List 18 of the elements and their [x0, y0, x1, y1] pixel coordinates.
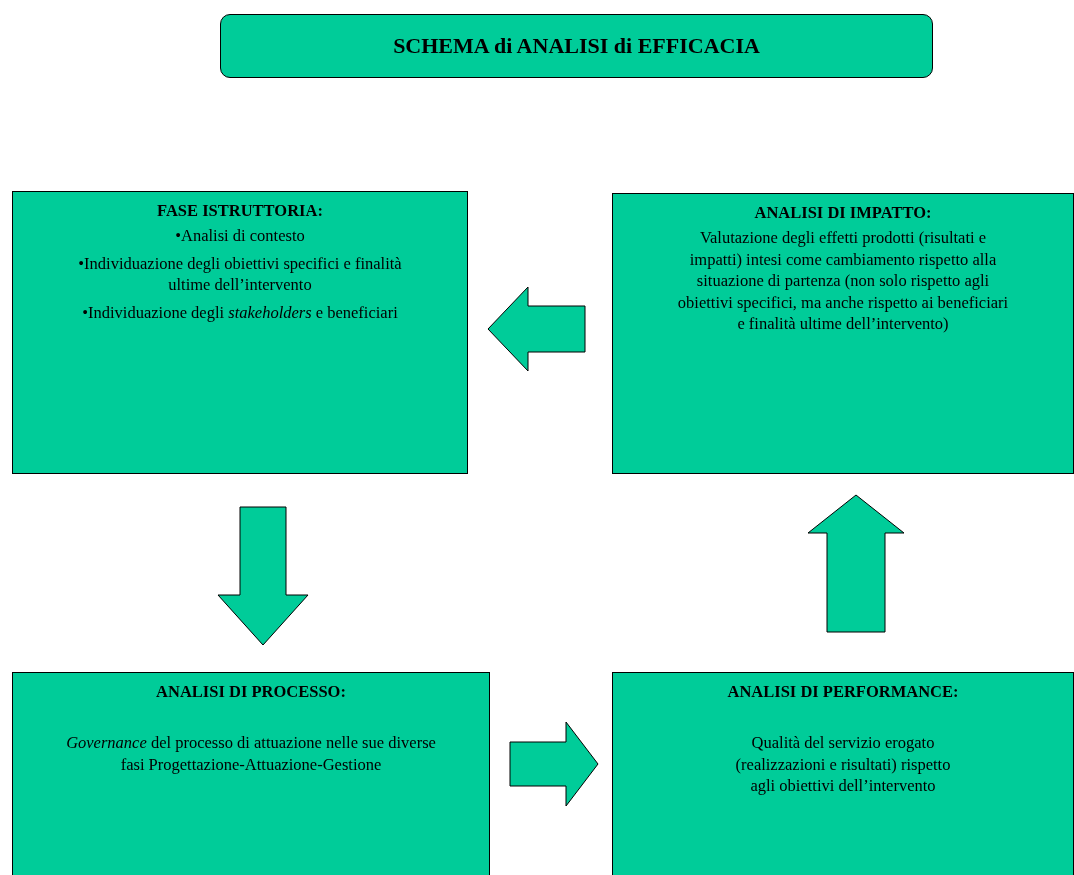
- box-heading: ANALISI DI PROCESSO:: [155, 681, 347, 703]
- process-box: [12, 672, 490, 875]
- box-description: Valutazione degli effetti prodotti (risultati e impatti) intesi come cambiamento rispetto alla situazione di partenza (non solo rispetto agli obiettivi specifici, ma anche rispetto ai beneficiari e finalità ultime dell’intervento): [676, 227, 1010, 335]
- block-arrow: [509, 721, 599, 807]
- box-heading: FASE ISTRUTTORIA:: [156, 200, 324, 222]
- block-arrow: [217, 506, 309, 646]
- bullet-item: •Analisi di contesto: [174, 225, 306, 247]
- box-heading: ANALISI DI PERFORMANCE:: [726, 681, 960, 703]
- process-box: [612, 672, 1074, 875]
- box-heading: ANALISI DI IMPATTO:: [753, 202, 933, 224]
- box-description: Governance del processo di attuazione nelle sue diverse fasi Progettazione-Attuazione-Gestione: [65, 732, 437, 776]
- process-box: [12, 191, 468, 474]
- block-arrow: [487, 286, 586, 372]
- process-box: [612, 193, 1074, 474]
- title: SCHEMA di ANALISI di EFFICACIA: [220, 14, 933, 78]
- bullet-item: •Individuazione degli stakeholders e beneficiari: [81, 301, 399, 324]
- block-arrow: [807, 494, 905, 633]
- box-description: Qualità del servizio erogato (realizzazioni e risultati) rispetto agli obiettivi dell’intervento: [734, 732, 952, 797]
